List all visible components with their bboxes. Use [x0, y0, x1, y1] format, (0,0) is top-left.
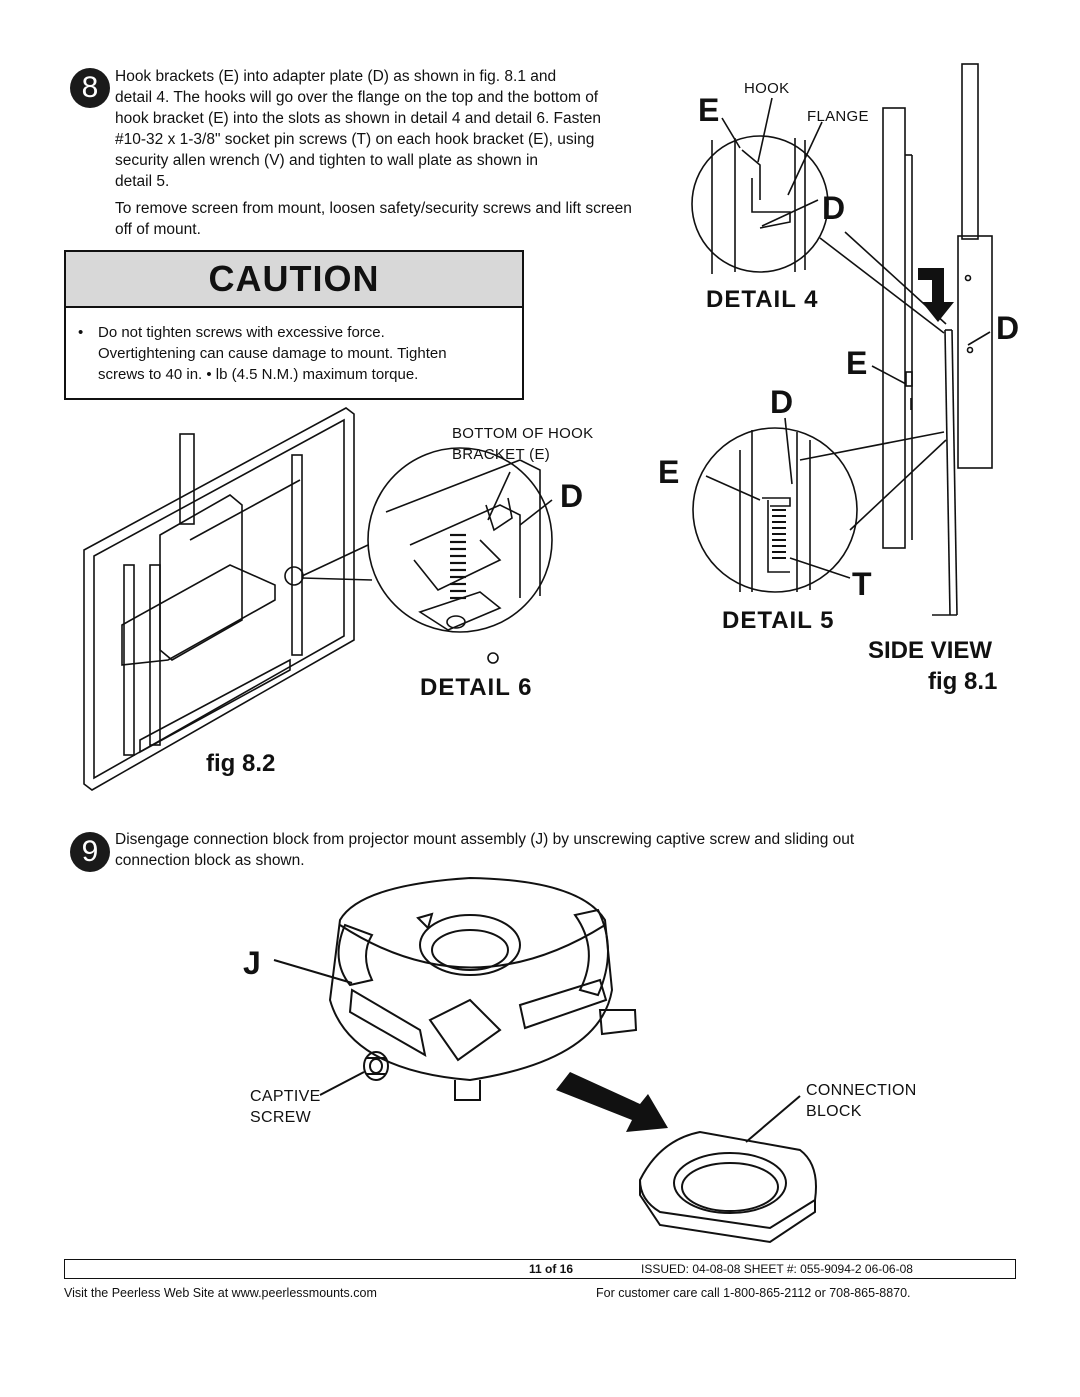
letter-d-detail-6: D — [560, 478, 584, 514]
step-8-line: hook bracket (E) into the slots as shown… — [115, 110, 601, 127]
caution-bullet: • — [78, 324, 84, 341]
letter-d-mid: D — [770, 384, 794, 420]
fig-8-2-drawing — [83, 407, 553, 791]
step-8-badge: 8 — [70, 68, 110, 108]
connection-block-line: BLOCK — [806, 1103, 862, 1120]
page-number: 11 of 16 — [529, 1262, 574, 1276]
caution-line: screws to 40 in. • lb (4.5 N.M.) maximum… — [98, 366, 419, 383]
screw-thread-detail-5 — [772, 509, 786, 559]
direction-arrow-icon — [918, 268, 954, 322]
step-8-line: security allen wrench (V) and tighten to… — [115, 152, 539, 169]
step-8-line: detail 4. The hooks will go over the fla… — [115, 89, 599, 106]
step-8-line: detail 5. — [115, 173, 170, 190]
caution-body: • Do not tighten screws with excessive f… — [66, 308, 522, 385]
captive-screw-label: CAPTIVE SCREW — [250, 1086, 321, 1128]
issue-info: ISSUED: 04-08-08 SHEET #: 055-9094-2 06-… — [641, 1262, 913, 1276]
letter-d-top: D — [822, 190, 846, 226]
letter-j: J — [243, 945, 261, 981]
captive-screw-line: SCREW — [250, 1109, 312, 1126]
step-8-line: Hook brackets (E) into adapter plate (D)… — [115, 68, 557, 85]
caution-box: CAUTION • Do not tighten screws with exc… — [64, 250, 524, 400]
letter-e-mid: E — [658, 454, 680, 490]
letter-d-right: D — [996, 310, 1020, 346]
side-view-title: SIDE VIEW — [868, 637, 993, 664]
flange-label: FLANGE — [807, 108, 869, 125]
fig-8-1-drawing — [691, 63, 993, 616]
step-9-badge: 9 — [70, 832, 110, 872]
detail-5-title: DETAIL 5 — [722, 607, 835, 634]
caution-line: Overtightening can cause damage to mount… — [98, 345, 447, 362]
bottom-of-hook-label: BOTTOM OF HOOK BRACKET (E) — [452, 423, 593, 465]
removal-line: off of mount. — [115, 221, 201, 238]
connection-block-label: CONNECTION BLOCK — [806, 1080, 917, 1122]
letter-e-right: E — [846, 345, 868, 381]
slide-out-arrow-icon — [556, 1072, 668, 1132]
step-9-line: Disengage connection block from projecto… — [115, 831, 855, 848]
screw-thread-detail-6 — [450, 533, 466, 600]
caution-line: Do not tighten screws with excessive for… — [98, 324, 385, 341]
removal-instructions: To remove screen from mount, loosen safe… — [115, 198, 685, 240]
removal-line: To remove screen from mount, loosen safe… — [115, 200, 632, 217]
footer-bar: 11 of 16 ISSUED: 04-08-08 SHEET #: 055-9… — [64, 1259, 1016, 1279]
fig-8-1-label: fig 8.1 — [928, 668, 998, 695]
step-9-instructions: Disengage connection block from projecto… — [115, 829, 995, 871]
website-note: Visit the Peerless Web Site at www.peerl… — [64, 1286, 377, 1300]
hook-label: HOOK — [744, 80, 790, 97]
connection-block-line: CONNECTION — [806, 1082, 917, 1099]
letter-e-top: E — [698, 92, 720, 128]
step-8-line: #10-32 x 1-3/8" socket pin screws (T) on… — [115, 131, 595, 148]
customer-care-note: For customer care call 1-800-865-2112 or… — [596, 1286, 911, 1300]
caution-title: CAUTION — [66, 252, 522, 308]
step-8-instructions: Hook brackets (E) into adapter plate (D)… — [115, 66, 685, 192]
captive-screw-line: CAPTIVE — [250, 1088, 321, 1105]
bottom-of-hook-line: BRACKET (E) — [452, 446, 551, 463]
step-9-line: connection block as shown. — [115, 852, 305, 869]
detail-6-title: DETAIL 6 — [420, 674, 533, 701]
detail-4-title: DETAIL 4 — [706, 286, 819, 313]
bottom-of-hook-line: BOTTOM OF HOOK — [452, 425, 594, 442]
letter-t: T — [852, 566, 872, 602]
fig-8-2-label: fig 8.2 — [206, 750, 276, 777]
